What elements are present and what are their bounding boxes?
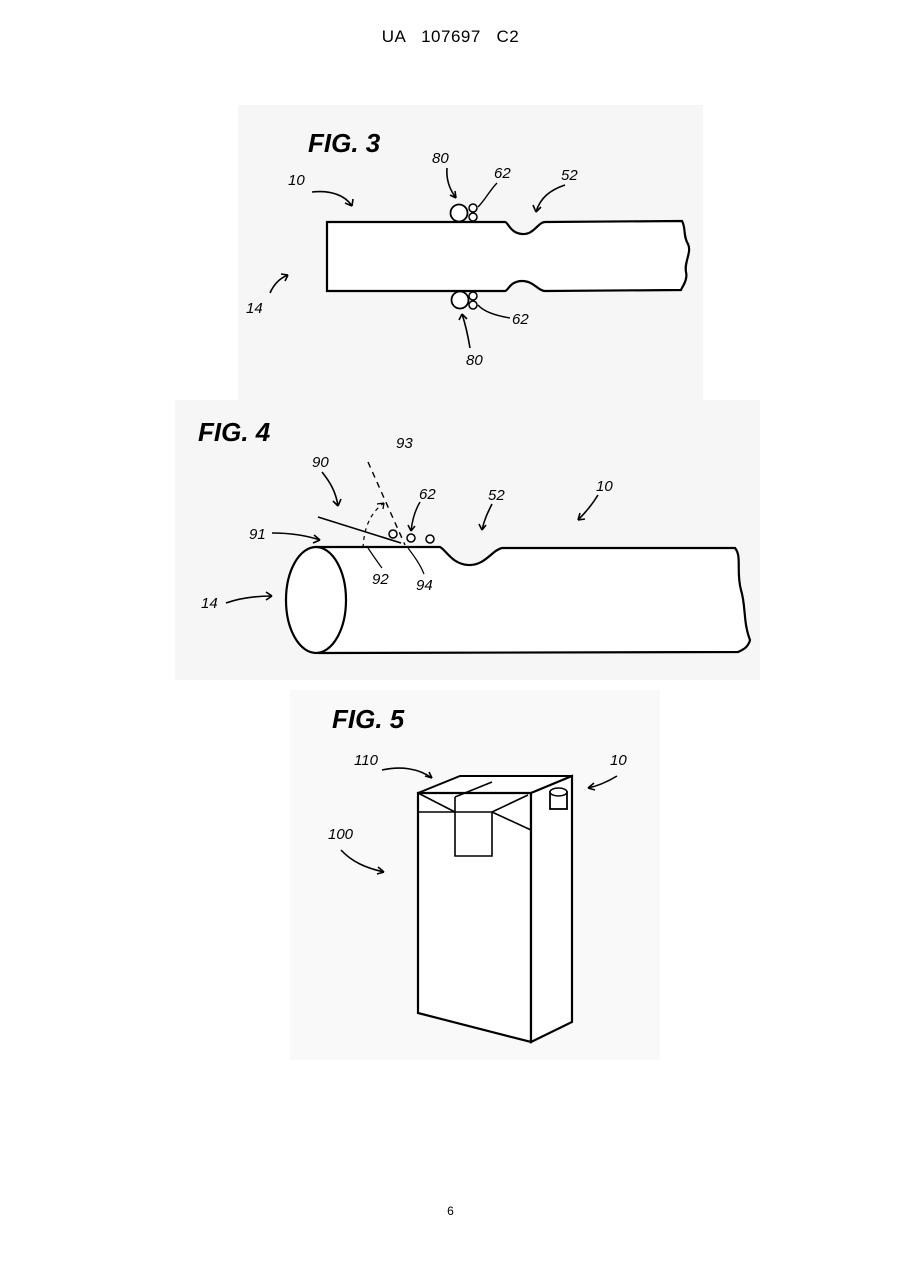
fig3-bottom-large-hole bbox=[452, 292, 469, 309]
fig4-label-90: 90 bbox=[312, 454, 329, 471]
fig3-label-62-bottom: 62 bbox=[512, 311, 529, 328]
fig5-label-10: 10 bbox=[610, 752, 627, 769]
fig5-element-10-top bbox=[550, 788, 567, 796]
fig4-label-92: 92 bbox=[372, 571, 389, 588]
figure-4: FIG. 4 90 93 62 52 10 91 92 bbox=[198, 417, 750, 653]
fig5-label-110: 110 bbox=[354, 752, 379, 769]
fig4-leader-62 bbox=[411, 502, 420, 531]
fig5-title: FIG. 5 bbox=[332, 704, 405, 734]
fig3-leader-62-top bbox=[478, 183, 497, 207]
fig3-leader-14 bbox=[270, 275, 288, 293]
fig3-rod-outline bbox=[327, 221, 689, 291]
fig4-label-94: 94 bbox=[416, 577, 433, 594]
fig4-angle-arc bbox=[363, 503, 384, 548]
fig4-label-14: 14 bbox=[201, 595, 218, 612]
fig5-box-side bbox=[531, 776, 572, 1042]
fig3-leader-62-bottom bbox=[478, 305, 510, 318]
fig3-label-80-top: 80 bbox=[432, 150, 449, 167]
fig4-title: FIG. 4 bbox=[198, 417, 271, 447]
fig4-dashed-line-93 bbox=[368, 462, 405, 545]
fig5-label-100: 100 bbox=[328, 826, 354, 843]
fig3-label-10: 10 bbox=[288, 172, 305, 189]
fig3-top-large-hole bbox=[451, 205, 468, 222]
fig4-label-62: 62 bbox=[419, 486, 436, 503]
fig4-label-52: 52 bbox=[488, 487, 505, 504]
figure-3: FIG. 3 10 80 62 52 14 62 80 bbox=[246, 128, 689, 369]
fig3-label-14: 14 bbox=[246, 300, 263, 317]
fig3-top-small-hole-2 bbox=[469, 213, 477, 221]
fig4-cylinder-end bbox=[286, 547, 346, 653]
fig4-label-10: 10 bbox=[596, 478, 613, 495]
page-number: 6 bbox=[0, 1204, 901, 1218]
fig5-leader-110 bbox=[382, 768, 432, 778]
fig4-label-91: 91 bbox=[249, 526, 266, 543]
fig3-bottom-small-hole-2 bbox=[469, 301, 477, 309]
fig4-leader-10 bbox=[578, 495, 598, 520]
figure-5: FIG. 5 110 10 100 bbox=[328, 704, 627, 1042]
fig3-label-80-bottom: 80 bbox=[466, 352, 483, 369]
fig4-cylinder-body bbox=[315, 547, 750, 653]
fig3-bottom-small-hole-1 bbox=[469, 292, 477, 300]
fig4-leader-90 bbox=[322, 472, 338, 506]
fig3-title: FIG. 3 bbox=[308, 128, 381, 158]
fig4-hole-1 bbox=[389, 530, 397, 538]
fig5-leader-10 bbox=[588, 776, 617, 788]
fig3-label-62-top: 62 bbox=[494, 165, 511, 182]
fig3-label-52: 52 bbox=[561, 167, 578, 184]
fig4-hole-3 bbox=[426, 535, 434, 543]
fig4-label-93: 93 bbox=[396, 435, 413, 452]
fig5-box-front bbox=[418, 793, 531, 1042]
fig4-tool-line-91 bbox=[318, 517, 401, 543]
fig3-top-small-hole-1 bbox=[469, 204, 477, 212]
fig4-leader-52 bbox=[482, 504, 492, 530]
fig5-leader-100 bbox=[341, 850, 384, 872]
fig4-leader-14 bbox=[226, 596, 272, 603]
fig4-hole-2 bbox=[407, 534, 415, 542]
fig4-leader-91 bbox=[272, 533, 320, 540]
